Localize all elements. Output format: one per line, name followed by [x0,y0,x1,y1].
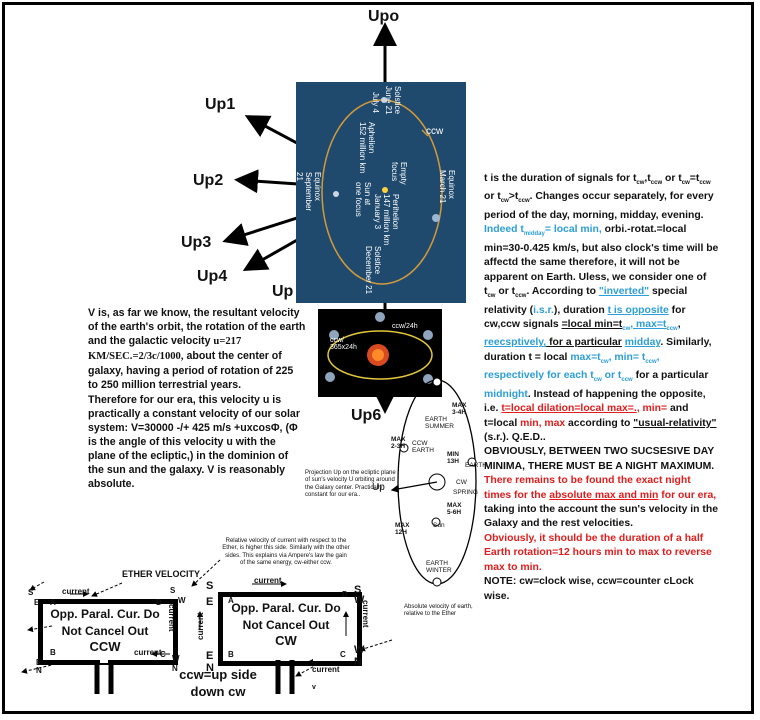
left-p1: V is, as far we know, the resultant velo… [88,307,306,392]
season-max56: MAX 5-6H [447,502,462,516]
season-earth: EARTH [465,462,487,469]
ccw-corner-b: B [50,648,56,657]
right-p5: NOTE: cw=clock wise, ccw=counter cLock w… [484,576,694,602]
cw-corner-a: A [228,596,234,605]
right-p4: Obviously, it should be the duration of … [484,532,712,573]
season-min13: MIN 13H [447,451,459,465]
ccw-24h-label: ccw/24h [392,323,418,330]
season-earth-winter: EARTH WINTER [426,560,452,574]
label-upo: Upo [368,8,400,25]
ccw-caption: ccw=up side down cw [179,667,257,699]
ccw-corner-s2: S [170,586,176,595]
cw-corner-w2: W [354,644,365,656]
label-up6: Up6 [351,407,382,424]
cw-circuit-box [218,592,362,666]
right-paragraph: t is the duration of signals for tcw,tcc… [484,172,719,604]
ccw-current-bottom: current [134,648,162,657]
ccw-corner-a: A [50,598,56,607]
cw-corner-n2: N [354,656,362,668]
ether-velocity-label: ETHER VELOCITY [122,569,201,579]
cw-corner-b: B [228,650,234,659]
ccw-corner-s: S [28,588,34,597]
cw-current-bottom: current [312,665,340,674]
right-p2: OBVIOUSLY, BETWEEN TWO SUCSESIVE DAY MIN… [484,446,715,472]
ccw-corner-w2: W [172,654,180,663]
ccw-corner-c: C [160,650,166,659]
right-p3: There remains to be found the exact nigh… [484,475,718,530]
ccw-corner-e2: E [36,658,42,667]
absolute-velocity-note: Absolute velocity of earth, relative to … [404,604,473,618]
cw-velocity-v: v [312,684,316,691]
season-max12: MAX 12H [395,522,410,536]
season-earth-summer: EARTH SUMMER [425,416,454,430]
ccw-current-right: current [167,604,176,632]
season-sun: Sun [433,522,445,529]
label-up3: Up3 [181,234,212,251]
projection-note: Projection Up on the ecliptic plane of s… [305,470,396,499]
cw-corner-d: D [342,590,348,599]
season-max23: MAX 2-3H [391,436,406,450]
cw-corner-e2: E [206,650,214,662]
cw-box-text: Opp. Paral. Cur. Do Not Cancel Out [231,601,341,632]
relative-velocity-note: Relative velocity of current with respec… [222,538,350,567]
ccw-orbit-label: ccw [426,126,444,137]
cw-corner-e: E [206,596,214,608]
label-up4: Up4 [197,268,228,285]
season-spring: SPRING [453,489,478,496]
ccw-365-label: ccw/ 365x24h [330,337,357,351]
page-frame [2,2,754,714]
sun-earth-graphic [325,312,433,384]
cw-corner-s2: S [354,584,362,596]
ccw-corner-n2: N [172,664,178,673]
ccw-corner-w: W [178,596,186,605]
cw-current-left: current [196,612,205,640]
label-up1: Up1 [205,96,236,113]
ccw-corner-e: E [34,598,40,607]
cw-corner-c: C [340,650,346,659]
ccw-corner-d: D [156,598,162,607]
orbit-ellipse [321,97,443,285]
season-max34: MAX 3-4H [452,402,467,416]
cw-corner-n: N [206,662,214,674]
ccw-corner-n: N [36,666,42,675]
ccw-box-text: Opp. Paral. Cur. Do Not Cancel Out [50,607,160,638]
cw-corner-w: W [354,594,365,606]
cw-corner-s: S [206,580,214,592]
season-cw: CW [456,479,467,486]
up-small-label: Up [372,482,385,493]
season-ccw-earth: CCW EARTH [412,440,434,454]
sun-earth-panel: ccw/24h ccw/ 365x24h [318,309,442,397]
label-up2: Up2 [193,172,224,189]
left-paragraph: V is, as far we know, the resultant velo… [88,306,306,491]
ccw-current-top: current [62,587,90,596]
label-up: Up [272,283,294,300]
left-p2: Therefore for our era, this velocity u i… [88,393,300,491]
right-p1: t is the duration of signals for tcw,tcc… [484,173,719,444]
ccw-box-direction: CCW [89,639,121,654]
earth-orbit-panel: Solstice June 21 July 4 Aphelion 152 mil… [295,82,466,303]
cw-box-direction: CW [275,633,297,648]
cw-current-top: current [254,576,282,585]
